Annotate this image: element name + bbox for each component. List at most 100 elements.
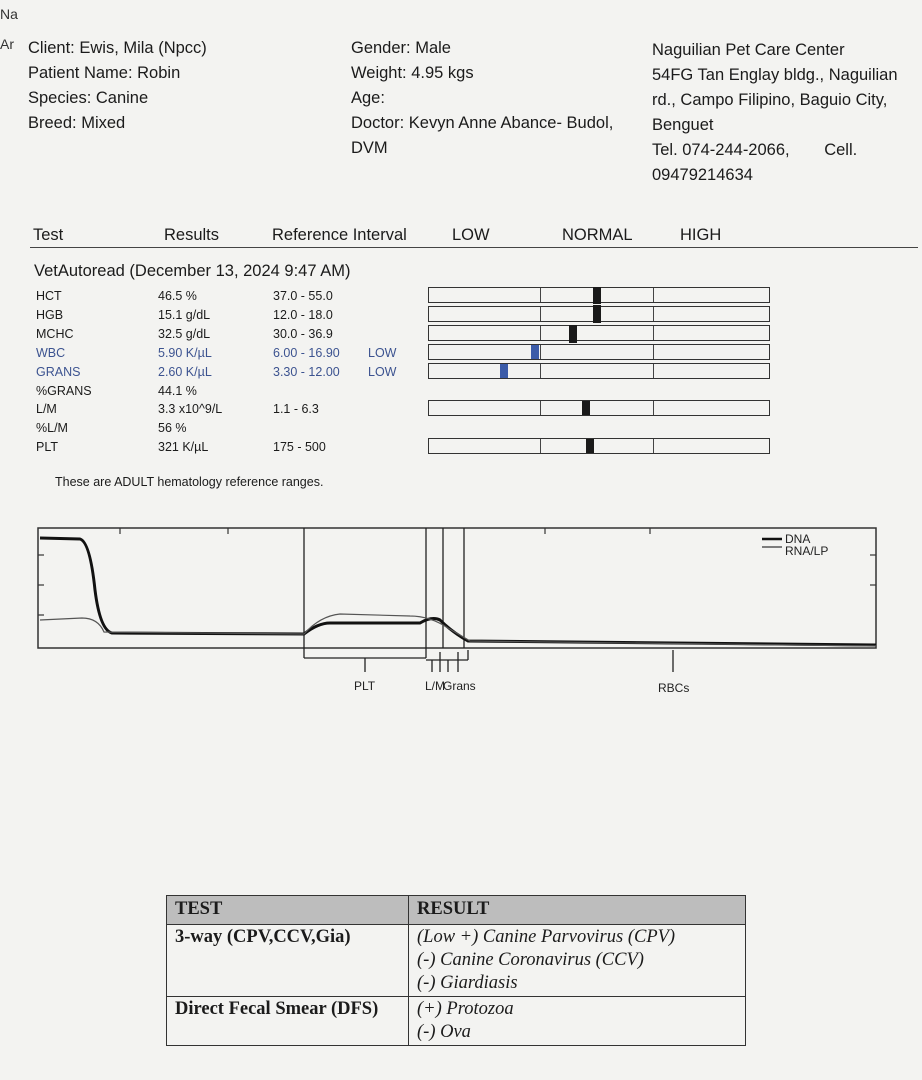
col-low: LOW	[452, 226, 490, 244]
col-reference: Reference Interval	[272, 226, 407, 244]
reference-interval: 12.0 - 18.0	[273, 308, 333, 322]
result-value: 44.1 %	[158, 384, 197, 398]
range-divider	[653, 307, 654, 321]
reference-interval: 37.0 - 55.0	[273, 289, 333, 303]
result-marker	[500, 364, 508, 378]
range-bar	[428, 287, 770, 304]
weight: Weight: 4.95 kgs	[351, 64, 474, 82]
clinic-cell: 09479214634	[652, 166, 753, 184]
result-value: 32.5 g/dL	[158, 327, 211, 341]
result-marker	[593, 305, 601, 323]
test-name: %GRANS	[36, 384, 92, 398]
test-name: %L/M	[36, 421, 68, 435]
range-divider	[653, 439, 654, 453]
result-marker	[569, 325, 577, 343]
clinic-address-2: rd., Campo Filipino, Baguio City,	[652, 91, 888, 109]
clinic-name: Naguilian Pet Care Center	[652, 41, 845, 59]
test-results: (+) Protozoa (-) Ova	[408, 996, 746, 1046]
result-line: (Low +) Canine Parvovirus (CPV)	[417, 927, 676, 947]
test-name: GRANS	[36, 365, 81, 379]
result-value: 321 K/µL	[158, 440, 209, 454]
tests-result-table: TEST RESULT 3-way (CPV,CCV,Gia) (Low +) …	[166, 895, 746, 1046]
dna-curve	[39, 536, 877, 647]
header-result: RESULT	[408, 895, 746, 925]
label-plt: PLT	[354, 679, 376, 693]
label-rbcs: RBCs	[658, 681, 689, 695]
range-divider	[653, 288, 654, 302]
range-divider	[653, 364, 654, 378]
test-name: HCT	[36, 289, 62, 303]
patient-info: Client: Ewis, Mila (Npcc) Patient Name: …	[28, 36, 207, 136]
test-name: 3-way (CPV,CCV,Gia)	[166, 924, 409, 997]
reference-interval: 3.30 - 12.00	[273, 365, 340, 379]
header-test: TEST	[166, 895, 409, 925]
result-marker	[586, 439, 594, 453]
result-line: (-) Canine Coronavirus (CCV)	[417, 950, 644, 970]
legend-dna: DNA	[785, 532, 810, 546]
result-line: (+) Protozoa	[417, 999, 514, 1019]
client-name: Client: Ewis, Mila (Npcc)	[28, 39, 207, 57]
table-row: HCT 46.5 % 37.0 - 55.0	[0, 287, 922, 306]
table-row: 3-way (CPV,CCV,Gia) (Low +) Canine Parvo…	[166, 924, 746, 997]
test-name: WBC	[36, 346, 66, 360]
range-divider	[653, 401, 654, 415]
col-high: HIGH	[680, 226, 722, 244]
result-value: 2.60 K/µL	[158, 365, 212, 379]
gender: Gender: Male	[351, 39, 451, 57]
label-lm: L/M	[425, 679, 445, 693]
table-header-row: TEST RESULT	[166, 895, 746, 925]
header-rule	[30, 247, 918, 248]
table-row: MCHC 32.5 g/dL 30.0 - 36.9	[0, 325, 922, 344]
gate-lines	[303, 528, 674, 672]
clinic-info: Naguilian Pet Care Center 54FG Tan Engla…	[652, 38, 914, 188]
clinic-address-3: Benguet	[652, 116, 714, 134]
range-bar	[428, 438, 770, 454]
legend-rna-lp: RNA/LP	[785, 544, 828, 558]
clinic-tel: Tel. 074-244-2066,	[652, 141, 790, 159]
range-divider	[540, 345, 541, 359]
result-value: 3.3 x10^9/L	[158, 402, 223, 416]
range-divider	[540, 307, 541, 321]
corner-fragment-1: Na	[0, 6, 18, 22]
range-bar	[428, 363, 770, 379]
reference-interval: 1.1 - 6.3	[273, 402, 319, 416]
breed: Breed: Mixed	[28, 114, 126, 132]
doctor: Doctor: Kevyn Anne Abance- Budol,	[351, 114, 614, 132]
range-divider	[540, 401, 541, 415]
reference-interval: 30.0 - 36.9	[273, 327, 333, 341]
table-row: %L/M 56 %	[0, 419, 922, 438]
reference-interval: 6.00 - 16.90	[273, 346, 340, 360]
doctor-title: DVM	[351, 139, 388, 157]
test-name: L/M	[36, 402, 57, 416]
result-value: 46.5 %	[158, 289, 197, 303]
test-name: HGB	[36, 308, 64, 322]
result-value: 56 %	[158, 421, 187, 435]
age: Age:	[351, 89, 385, 107]
table-row: %GRANS 44.1 %	[0, 382, 922, 401]
clinic-address-1: 54FG Tan Englay bldg., Naguilian	[652, 66, 898, 84]
range-bar	[428, 305, 770, 323]
range-divider	[653, 345, 654, 359]
analyzer-session: VetAutoread (December 13, 2024 9:47 AM)	[34, 262, 351, 280]
species: Species: Canine	[28, 89, 149, 107]
clinic-cell-label: Cell.	[824, 141, 858, 159]
table-row: L/M 3.3 x10^9/L 1.1 - 6.3	[0, 400, 922, 419]
result-marker	[582, 401, 590, 415]
histogram-ticks	[38, 528, 876, 616]
result-marker	[531, 345, 539, 359]
col-test: Test	[33, 226, 64, 244]
reference-interval: 175 - 500	[273, 440, 326, 454]
range-divider	[540, 439, 541, 453]
result-value: 15.1 g/dL	[158, 308, 211, 322]
test-name: MCHC	[36, 327, 74, 341]
range-bar	[428, 344, 770, 360]
test-name: Direct Fecal Smear (DFS)	[166, 996, 409, 1046]
reference-note: These are ADULT hematology reference ran…	[55, 475, 324, 489]
col-results: Results	[164, 226, 220, 244]
result-line: (-) Ova	[417, 1022, 471, 1042]
label-grans: Grans	[443, 679, 476, 693]
col-normal: NORMAL	[562, 226, 633, 244]
